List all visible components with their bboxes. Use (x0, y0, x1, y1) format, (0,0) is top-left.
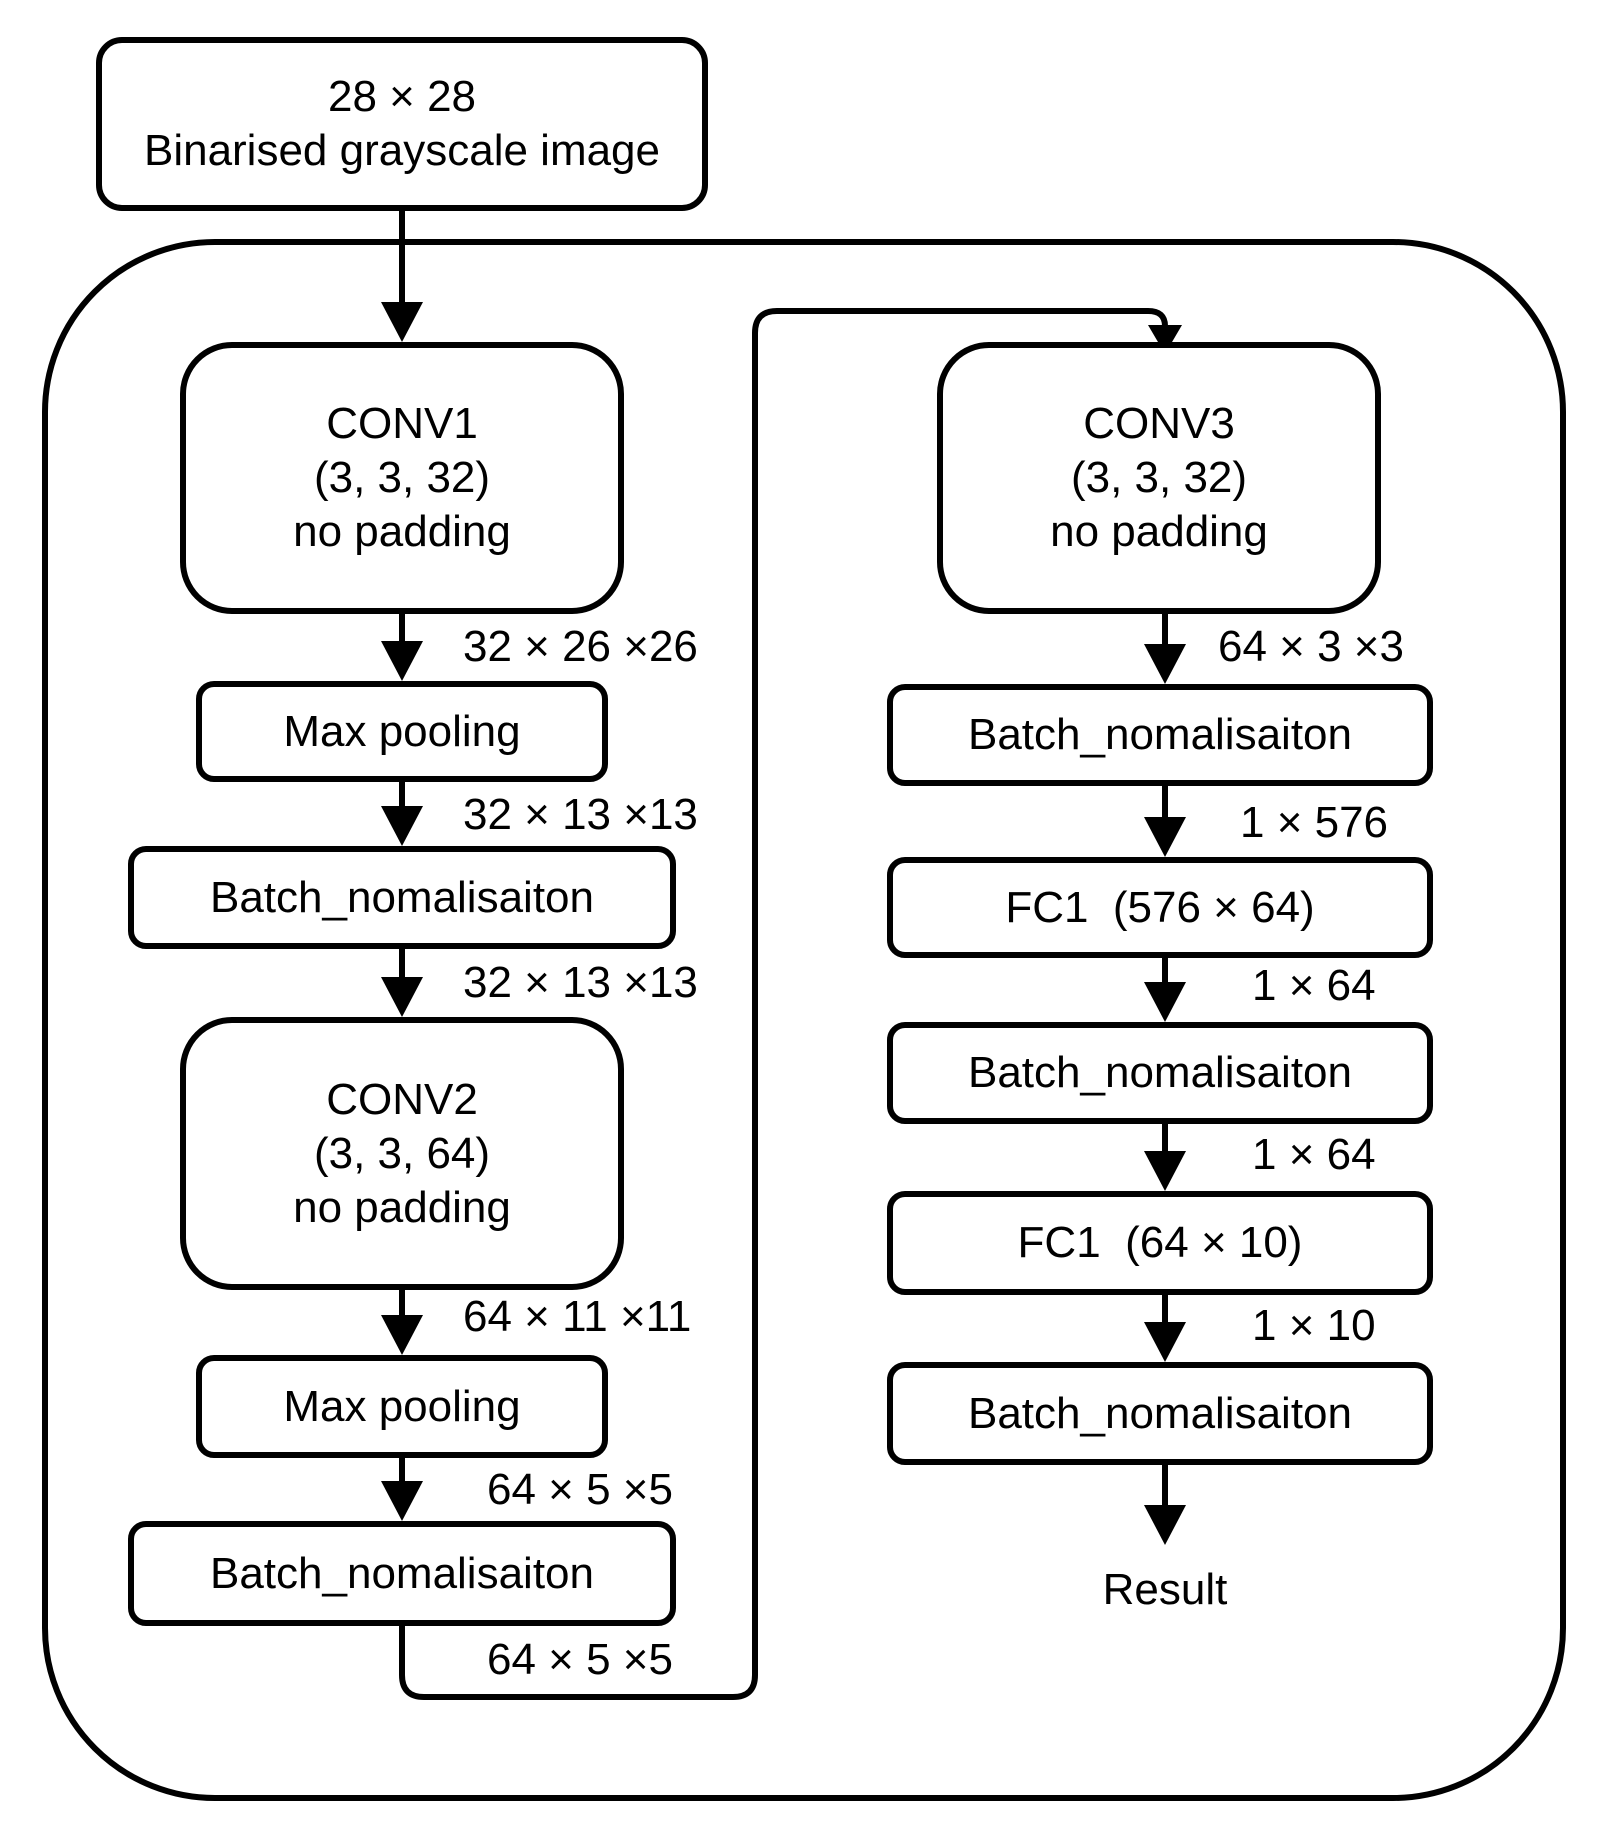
dim-label-maxpool2-out: 64 × 5 ×5 (487, 1465, 673, 1514)
conv1-node: CONV1 (3, 3, 32) no padding (180, 342, 624, 614)
dim-label-conv3-out: 64 × 3 ×3 (1218, 622, 1404, 671)
arrowhead-maxpool1 (381, 641, 423, 681)
input-description-label: Binarised grayscale image (143, 126, 661, 175)
arrowhead-conv1 (381, 302, 423, 342)
arrowhead-batchnorm2-right (1144, 982, 1186, 1022)
fc1-node: FC1 (576 × 64) (887, 857, 1433, 958)
input-node: 28 × 28 Binarised grayscale image (96, 37, 708, 211)
dim-label-batchnorm2-right-out: 1 × 64 (1252, 1130, 1376, 1179)
dim-label-fc2-out: 1 × 10 (1252, 1301, 1376, 1350)
batchnorm3-right-label: Batch_nomalisaiton (967, 1388, 1352, 1438)
batchnorm3-right-node: Batch_nomalisaiton (887, 1362, 1433, 1465)
maxpool1-node: Max pooling (196, 681, 608, 782)
maxpool1-label: Max pooling (283, 706, 521, 756)
arrowhead-batchnorm1-right (1144, 644, 1186, 684)
conv2-name: CONV2 (326, 1074, 478, 1124)
dim-label-maxpool1-out: 32 × 13 ×13 (463, 790, 698, 839)
dim-label-conv1-out: 32 × 26 ×26 (463, 622, 698, 671)
dim-label-batchnorm2-left-out: 64 × 5 ×5 (487, 1635, 673, 1684)
conv2-node: CONV2 (3, 3, 64) no padding (180, 1017, 624, 1290)
conv1-params: (3, 3, 32) (313, 453, 491, 502)
result-label: Result (1102, 1565, 1228, 1614)
arrowhead-fc2 (1144, 1151, 1186, 1191)
connector-left-to-right-column (399, 308, 1168, 1700)
arrowhead-fc1 (1144, 817, 1186, 857)
fc2-label: FC1 (64 × 10) (1017, 1218, 1303, 1267)
conv3-name: CONV3 (1083, 399, 1235, 448)
conv3-padding: no padding (1050, 507, 1268, 556)
batchnorm1-right-label: Batch_nomalisaiton (967, 710, 1352, 759)
batchnorm1-left-node: Batch_nomalisaiton (128, 846, 676, 949)
arrowhead-conv2 (381, 977, 423, 1017)
arrowhead-batchnorm1-left (381, 806, 423, 846)
arrowhead-batchnorm2-left (381, 1481, 423, 1521)
arrowhead-conv3 (1148, 325, 1182, 354)
dim-label-batchnorm1-right-out: 1 × 576 (1240, 798, 1389, 847)
batchnorm2-right-label: Batch_nomalisaiton (967, 1048, 1352, 1097)
batchnorm2-left-label: Batch_nomalisaiton (209, 1548, 594, 1598)
batchnorm2-left-node: Batch_nomalisaiton (128, 1521, 676, 1626)
conv3-node: CONV3 (3, 3, 32) no padding (937, 342, 1381, 614)
conv1-name: CONV1 (326, 399, 478, 448)
arrowhead-maxpool2 (381, 1315, 423, 1355)
network-container (42, 239, 1566, 1801)
dim-label-fc1-out: 1 × 64 (1252, 961, 1376, 1010)
batchnorm1-right-node: Batch_nomalisaiton (887, 684, 1433, 786)
dim-label-conv2-out: 64 × 11 ×11 (463, 1292, 692, 1341)
conv3-params: (3, 3, 32) (1070, 453, 1248, 502)
fc1-label: FC1 (576 × 64) (1005, 882, 1315, 932)
input-size-label: 28 × 28 (327, 72, 477, 121)
conv1-padding: no padding (293, 507, 511, 556)
maxpool2-node: Max pooling (196, 1355, 608, 1458)
conv2-padding: no padding (293, 1182, 511, 1232)
batchnorm1-left-label: Batch_nomalisaiton (209, 872, 594, 922)
dim-label-batchnorm1-left-out: 32 × 13 ×13 (463, 958, 698, 1007)
arrowhead-result (1144, 1505, 1186, 1545)
maxpool2-label: Max pooling (283, 1381, 521, 1431)
arrowhead-batchnorm3-right (1144, 1322, 1186, 1362)
fc2-node: FC1 (64 × 10) (887, 1191, 1433, 1295)
batchnorm2-right-node: Batch_nomalisaiton (887, 1022, 1433, 1124)
conv2-params: (3, 3, 64) (313, 1128, 491, 1178)
